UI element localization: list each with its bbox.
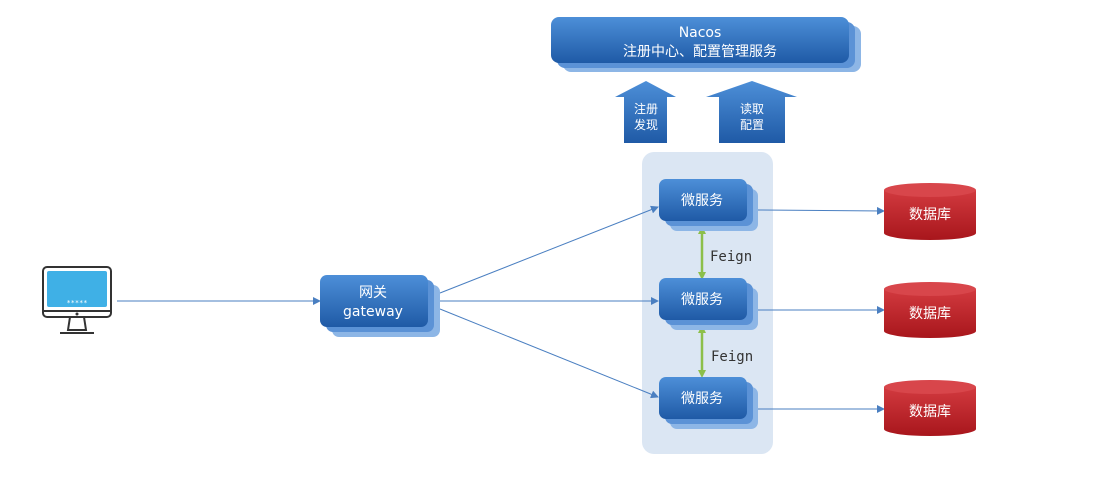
microservice-label: 微服务 [681,391,723,407]
register-discover-line1: 注册 [634,101,658,116]
nacos-box: Nacos 注册中心、配置管理服务 [551,17,861,72]
gateway-to-service-3-line [439,308,659,399]
gateway-box: 网关 gateway [320,275,440,337]
nacos-subtitle: 注册中心、配置管理服务 [623,44,777,60]
desktop-computer-icon: ***** [42,266,112,334]
read-config-line1: 读取 [740,102,764,116]
microservice-box: 微服务 [659,179,758,231]
gateway-line1: 网关 [359,285,387,301]
register-discover-line2: 发现 [634,117,658,132]
feign-label-1: Feign [710,249,752,265]
gateway-to-service-1-line [439,205,659,294]
read-config-arrow: 读取 配置 [706,81,797,143]
database-label: 数据库 [909,207,951,223]
register-discover-arrow: 注册 发现 [615,81,676,143]
database-cylinder: 数据库 [884,282,976,338]
microservice-box: 微服务 [659,377,758,429]
gateway-line2: gateway [343,304,403,320]
microservice-label: 微服务 [681,292,723,308]
nacos-title: Nacos [679,25,722,41]
service-1-to-db-1-line [756,206,885,215]
client-screen-text: ***** [66,299,87,307]
read-config-line2: 配置 [740,118,764,132]
database-label: 数据库 [909,404,951,420]
microservice-box: 微服务 [659,278,758,330]
database-label: 数据库 [909,306,951,322]
database-cylinder: 数据库 [884,380,976,436]
microservice-label: 微服务 [681,193,723,209]
database-cylinder: 数据库 [884,183,976,240]
feign-label-2: Feign [711,349,753,365]
